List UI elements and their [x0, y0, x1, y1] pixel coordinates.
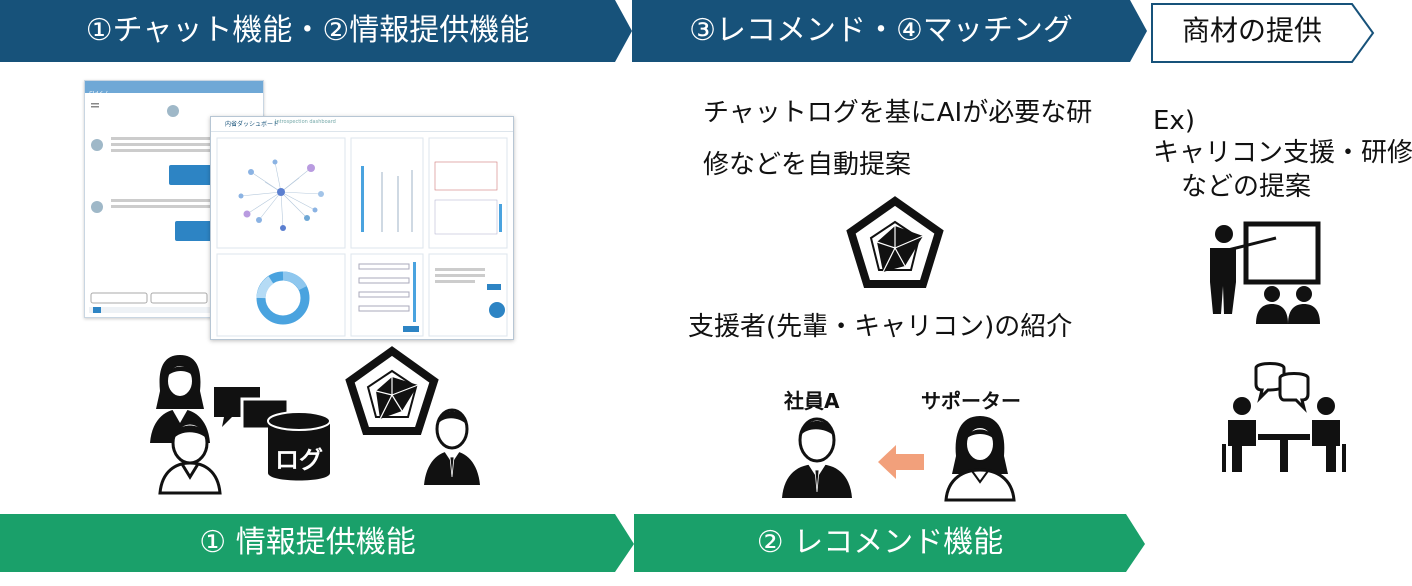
- training-presentation-icon: [1210, 221, 1321, 324]
- ex-line1: Ex): [1153, 106, 1195, 136]
- dashboard-mock: 内省ダッシュボード Introspection dashboard: [210, 116, 514, 340]
- log-label: ログ: [275, 446, 323, 474]
- bottom-banner-left: ① 情報提供機能: [199, 525, 416, 560]
- top-banner-shapes: [0, 0, 1375, 63]
- top-banner-middle: ③レコメンド・④マッチング: [689, 13, 1073, 48]
- bottom-banner-right: ② レコメンド機能: [756, 525, 1004, 560]
- middle-radar-chart-icon: [846, 196, 944, 288]
- ex-line2: キャリコン支援・研修: [1153, 138, 1412, 168]
- left-illustration: [150, 346, 480, 495]
- chat-window-titlebar: Eldくん: [85, 81, 263, 98]
- bottom-banner-right-shape: [634, 514, 1145, 572]
- employee-a-icon: [782, 417, 852, 498]
- businessman-icon: [424, 408, 480, 485]
- consultation-meeting-icon: [1222, 362, 1346, 472]
- recommend-desc-line2: 修などを自動提案: [703, 150, 912, 180]
- log-database-icon: [267, 411, 331, 481]
- supporter-label: サポーター: [921, 389, 1021, 413]
- radar-chart-icon: [345, 346, 439, 435]
- top-banner-left-shape: [0, 0, 632, 62]
- bottom-banner-left-shape: [0, 514, 634, 572]
- recommend-desc-line1: チャットログを基にAIが必要な研: [703, 98, 1093, 128]
- dashboard-title: 内省ダッシュボード: [225, 121, 280, 128]
- dashboard-content: [216, 137, 508, 337]
- supporter-intro-text: 支援者(先輩・キャリコン)の紹介: [688, 312, 1073, 342]
- top-banner-middle-shape: [632, 0, 1147, 62]
- arrow-left-icon: [878, 445, 924, 479]
- bottom-banner-shapes: [0, 514, 1145, 572]
- supporter-icon: [944, 416, 1016, 502]
- chat-window-title: Eldくん: [89, 91, 111, 98]
- dashboard-subtitle: Introspection dashboard: [275, 119, 336, 125]
- ex-line3: などの提案: [1181, 172, 1312, 202]
- man-user-icon: [158, 421, 222, 495]
- top-banner-right-shape: [1151, 3, 1375, 63]
- top-banner-left: ①チャット機能・②情報提供機能: [85, 13, 530, 48]
- top-banner-right: 商材の提供: [1181, 14, 1322, 47]
- employee-a-label: 社員A: [784, 389, 840, 413]
